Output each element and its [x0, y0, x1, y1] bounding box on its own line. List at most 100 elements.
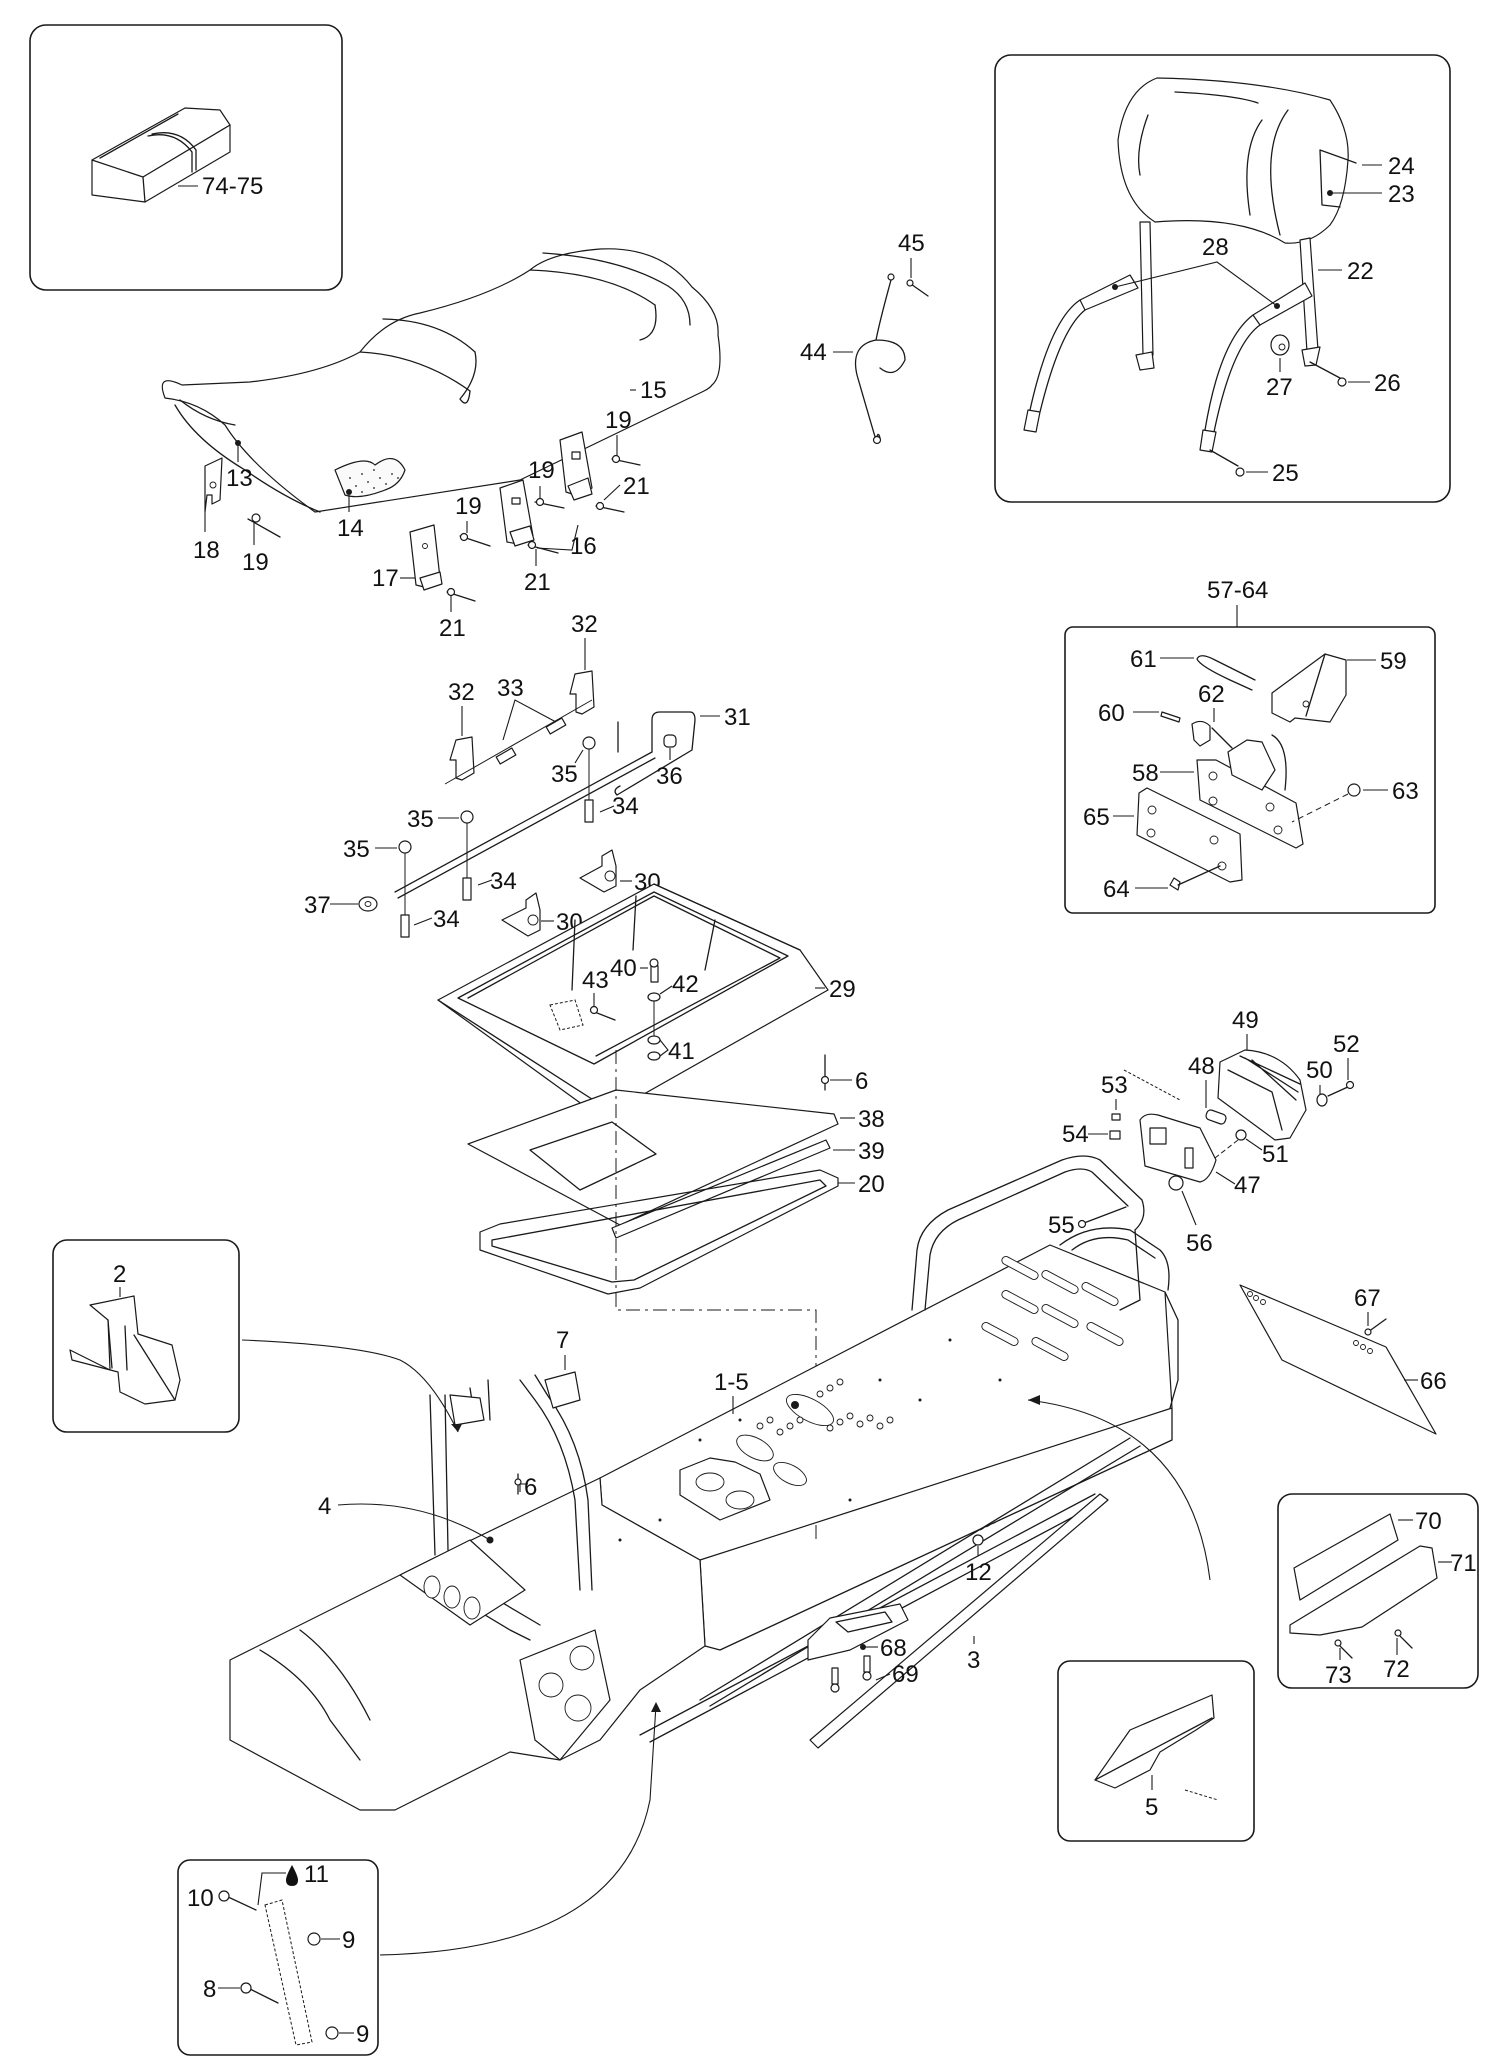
callout-73: 73: [1325, 1662, 1352, 1689]
callout-15: 15: [640, 377, 667, 404]
callout-53: 53: [1101, 1072, 1128, 1099]
backrest-pad-part: [1117, 77, 1357, 244]
callout-63: 63: [1392, 778, 1419, 805]
callout-37: 37: [304, 892, 331, 919]
callout-55: 55: [1048, 1212, 1075, 1239]
latch-32-right: [569, 670, 595, 715]
detail-box-bolts: [177, 1859, 379, 2056]
callout-36: 36: [656, 763, 683, 790]
callout-45: 45: [898, 230, 925, 257]
callout-6-b: 6: [524, 1474, 537, 1501]
callout-35-c: 35: [343, 836, 370, 863]
strip-39: [611, 1139, 831, 1239]
callout-28: 28: [1202, 234, 1229, 261]
callout-31: 31: [724, 704, 751, 731]
callout-34-b: 34: [490, 868, 517, 895]
callout-13: 13: [226, 465, 253, 492]
callout-69: 69: [892, 1661, 919, 1688]
callout-61: 61: [1130, 646, 1157, 673]
springs-33: [444, 699, 593, 785]
callout-47: 47: [1234, 1172, 1261, 1199]
callout-7: 7: [556, 1327, 569, 1354]
screw-52: [1327, 1080, 1355, 1097]
callout-50: 50: [1306, 1057, 1333, 1084]
detail-box-frame: [29, 24, 343, 291]
callout-3: 3: [967, 1647, 980, 1674]
callout-21-b: 21: [524, 569, 551, 596]
rivets-19-21: [446, 454, 641, 602]
callout-16: 16: [570, 533, 597, 560]
bolt-8: [240, 1982, 279, 2004]
detail-box-hitch: [1064, 605, 1436, 914]
snow-flap-66: [1239, 1284, 1437, 1435]
hitch-pin-61: [1196, 655, 1256, 691]
callout-23: 23: [1388, 181, 1415, 208]
callout-48: 48: [1188, 1053, 1215, 1080]
rivet-19-left: [247, 513, 281, 538]
spacer-27: [1270, 334, 1290, 356]
callout-42: 42: [672, 971, 699, 998]
callout-57-64: 57-64: [1207, 577, 1268, 604]
rivet-43: [549, 999, 616, 1031]
callout-74-75: 74-75: [202, 173, 263, 200]
latch-rod-31: [394, 711, 696, 899]
detail-box-frame: [177, 1859, 379, 2056]
cap-36: [663, 734, 677, 748]
callout-38: 38: [858, 1106, 885, 1133]
callout-5: 5: [1145, 1794, 1158, 1821]
bolt-64: [1169, 865, 1221, 891]
callout-62: 62: [1198, 681, 1225, 708]
washer-37: [358, 896, 378, 912]
callout-9-a: 9: [342, 1927, 355, 1954]
callout-1-5: 1-5: [714, 1369, 749, 1396]
seal-20: [479, 1169, 839, 1295]
spring-62: [1191, 720, 1233, 749]
callout-4: 4: [318, 1493, 331, 1520]
callout-64: 64: [1103, 876, 1130, 903]
connector-bracket-2: [241, 1339, 459, 1433]
callout-72: 72: [1383, 1656, 1410, 1683]
callout-54: 54: [1062, 1121, 1089, 1148]
connector-plate-5: [1027, 1399, 1211, 1581]
callout-11: 11: [304, 1861, 329, 1888]
washers-41: [647, 1001, 661, 1061]
bolt-10: [218, 1890, 257, 1911]
bolts-34: [400, 749, 594, 938]
callout-44: 44: [800, 339, 827, 366]
nut-63: [1291, 783, 1361, 823]
callout-21-c: 21: [623, 473, 650, 500]
latch-32-left: [449, 736, 475, 781]
clip-53-54: [1109, 1069, 1181, 1140]
bolt-55: [1077, 1206, 1127, 1229]
detail-box-frame: [1064, 626, 1436, 914]
hinge-16-left: [499, 479, 535, 547]
bolt-40: [649, 958, 659, 983]
tail-light-lens-49: [1217, 1049, 1307, 1141]
rivets-72-73: [1334, 1629, 1413, 1659]
hinge-16-right: [559, 431, 593, 501]
callout-9-b: 9: [356, 2021, 369, 2048]
detail-box-frame: [1057, 1660, 1255, 1842]
rivet-67: [1364, 1318, 1387, 1336]
callout-8: 8: [203, 1976, 216, 2003]
callout-66: 66: [1420, 1368, 1447, 1395]
detail-box-backrest: [994, 54, 1451, 503]
callout-34-c: 34: [433, 906, 460, 933]
washer-50: [1316, 1093, 1328, 1107]
callout-34-a: 34: [612, 793, 639, 820]
callout-17: 17: [372, 565, 399, 592]
seat-cover-part: [91, 107, 231, 203]
seat-texture-dots: [349, 469, 399, 493]
callout-18: 18: [193, 537, 220, 564]
callout-19-b: 19: [455, 493, 482, 520]
callout-19-a: 19: [242, 549, 269, 576]
spacer-block-65: [1136, 787, 1243, 883]
callout-14: 14: [337, 515, 364, 542]
callout-68: 68: [880, 1635, 907, 1662]
spacer-56: [1168, 1175, 1184, 1191]
detail-box-frame: [1277, 1493, 1479, 1689]
callout-51: 51: [1262, 1141, 1289, 1168]
callout-60: 60: [1098, 700, 1125, 727]
bracket-18: [204, 457, 223, 513]
